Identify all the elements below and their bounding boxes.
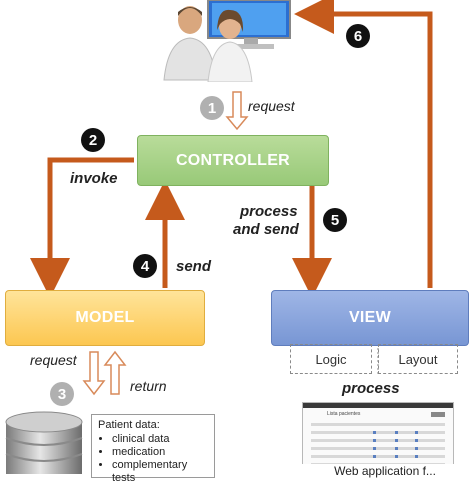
model-box: MODEL [5,290,205,346]
patient-data-item: complementary tests [112,459,208,485]
view-process-label: process [342,380,400,397]
users-at-computer-icon [163,0,291,82]
return-label: return [130,378,167,394]
request-hollow-arrow [225,91,249,131]
web-app-screen-title: Lista pacientes [327,411,361,417]
step-2-badge: 2 [81,128,105,152]
db-request-label: request [30,352,77,368]
web-application-thumbnail: Lista pacientes [302,402,454,472]
patient-data-item: clinical data [112,433,208,446]
patient-data-title: Patient data: [98,419,160,431]
process-label-line2: and send [233,221,299,238]
send-label: send [176,258,212,275]
step-3-badge: 3 [50,382,74,406]
process-label-line1: process [240,203,298,220]
step-1-badge: 1 [200,96,224,120]
patient-data-item: medication [112,446,208,459]
invoke-arrow [30,157,134,298]
patient-data-box: Patient data: clinical data medication c… [91,414,215,484]
step-5-badge: 5 [323,208,347,232]
patient-data-list: clinical data medication complementary t… [98,433,208,485]
controller-box: CONTROLLER [137,135,329,186]
db-request-hollow-arrow [82,351,106,396]
db-return-hollow-arrow [103,350,127,395]
view-box: VIEW [271,290,469,346]
request-label: request [248,98,295,114]
flow-arrows [30,0,433,396]
step-4-badge: 4 [133,254,157,278]
view-layout-box: Layout [378,344,458,374]
response-arrow [294,0,433,288]
invoke-label: invoke [70,170,118,187]
step-6-badge: 6 [346,24,370,48]
database-icon [5,411,83,474]
web-application-caption: Web application f... [300,464,470,478]
view-logic-box: Logic [290,344,372,374]
